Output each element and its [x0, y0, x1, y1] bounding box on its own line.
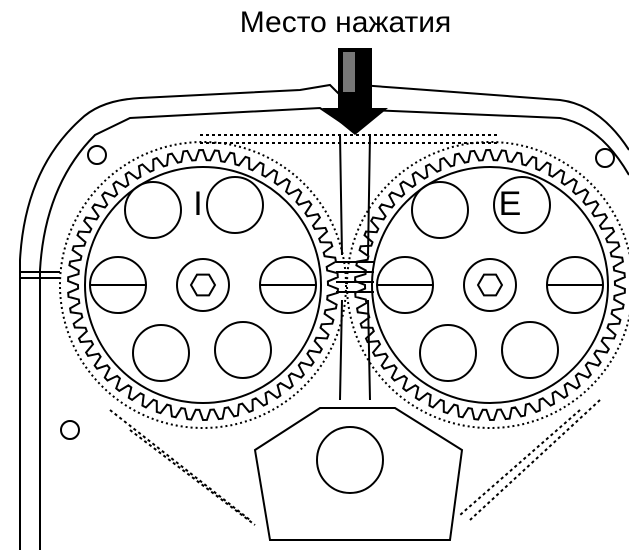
gear-hub	[463, 258, 517, 312]
gear-label: I	[193, 185, 202, 223]
engine-cover-inner-outline	[39, 106, 629, 550]
gear-hole	[132, 324, 190, 382]
gear-rim	[371, 166, 609, 404]
gear-hub	[176, 258, 230, 312]
gear-rim	[84, 166, 322, 404]
gear-teeth	[354, 148, 626, 422]
cover-bolt	[60, 420, 80, 440]
gear-teeth	[67, 148, 339, 422]
timing-belt	[59, 141, 347, 429]
engine-cover-outline	[19, 83, 629, 550]
cover-bolt	[87, 145, 107, 165]
gear-hole	[501, 321, 559, 379]
gear-hole	[411, 181, 469, 239]
center-rib	[339, 134, 371, 401]
gear-hole	[419, 324, 477, 382]
gear-hole	[214, 321, 272, 379]
camshaft-gear-intake: I	[59, 141, 347, 429]
gear-label: E	[499, 185, 522, 223]
bottom-plug	[316, 426, 384, 494]
press-arrow	[322, 48, 388, 135]
center-rib-grooves	[336, 261, 374, 293]
hub-bolt-icon	[476, 273, 504, 297]
gear-hole	[206, 176, 264, 234]
bottom-plate	[253, 407, 464, 541]
camshaft-gear-exhaust: E	[346, 141, 629, 429]
hub-bolt-icon	[189, 273, 217, 297]
belt-lower-right	[459, 399, 601, 521]
gear-hole	[124, 181, 182, 239]
gear-hole	[493, 176, 551, 234]
press-point-caption: Место нажатия	[239, 6, 452, 39]
belt-upper	[200, 134, 500, 144]
belt-lower-left	[109, 409, 256, 526]
cover-bolt	[595, 148, 615, 168]
